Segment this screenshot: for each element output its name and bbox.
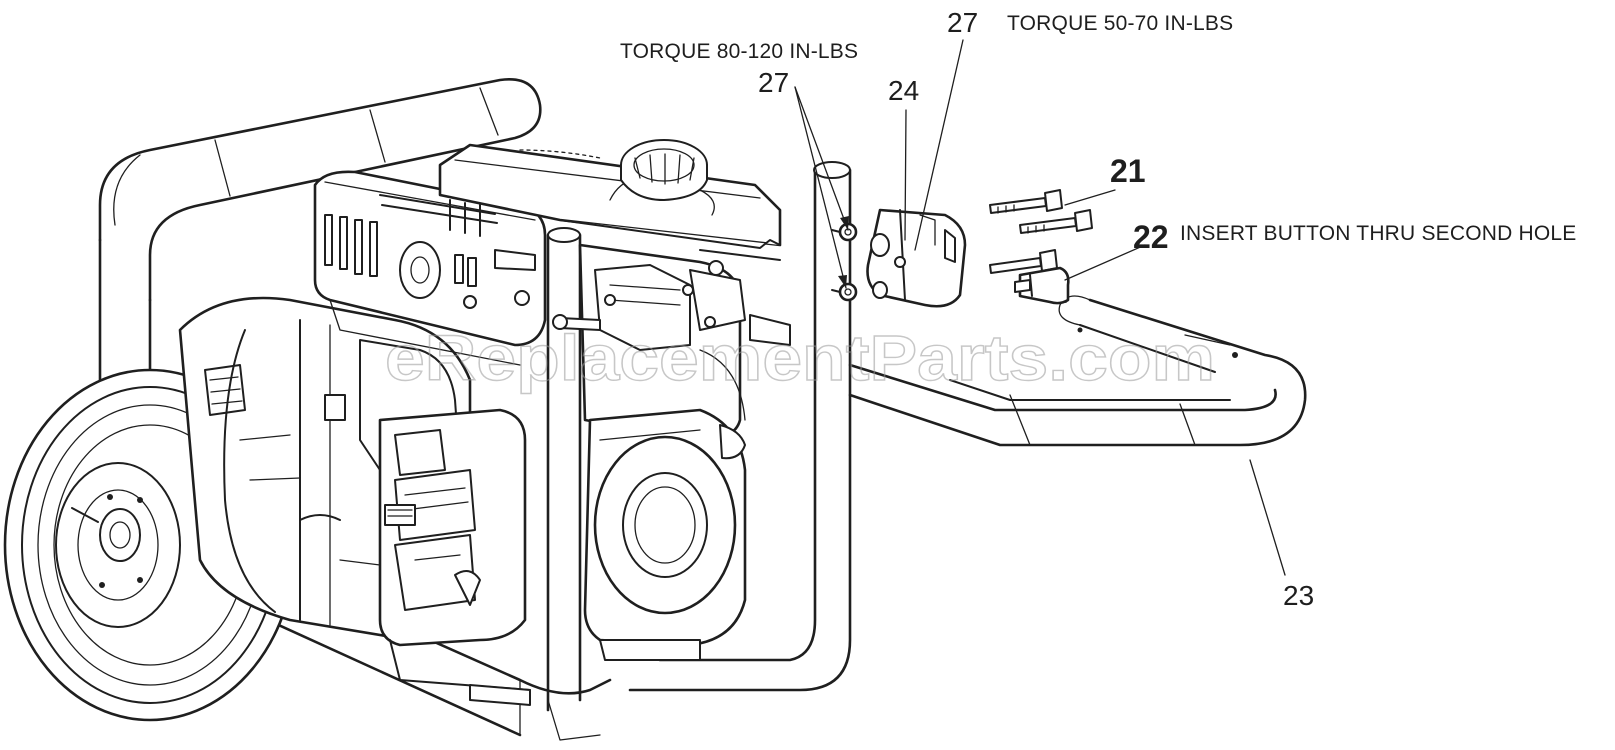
note-torque-80-120: TORQUE 80-120 IN-LBS	[620, 40, 858, 63]
leader-lines	[794, 39, 1286, 576]
crankcase-cover	[583, 408, 747, 661]
callout-27-left: 27	[758, 67, 789, 98]
button-part-22	[1014, 266, 1070, 305]
bolts-part-21	[989, 189, 1093, 274]
control-panel	[378, 408, 531, 706]
callout-21: 21	[1110, 153, 1146, 189]
handle-part-23	[848, 295, 1307, 447]
fuel-tank	[438, 139, 782, 261]
callout-27-upper: 27	[947, 7, 978, 38]
engine-housing	[313, 170, 547, 366]
note-torque-50-70: TORQUE 50-70 IN-LBS	[1007, 12, 1233, 35]
watermark-text: eReplacementParts.com	[385, 322, 1215, 394]
callout-23: 23	[1283, 580, 1314, 611]
engine-block	[552, 243, 791, 442]
callout-22: 22	[1133, 219, 1169, 255]
handle-bracket	[831, 208, 967, 308]
callout-24: 24	[888, 75, 919, 106]
note-insert-button: INSERT BUTTON THRU SECOND HOLE	[1180, 222, 1577, 245]
